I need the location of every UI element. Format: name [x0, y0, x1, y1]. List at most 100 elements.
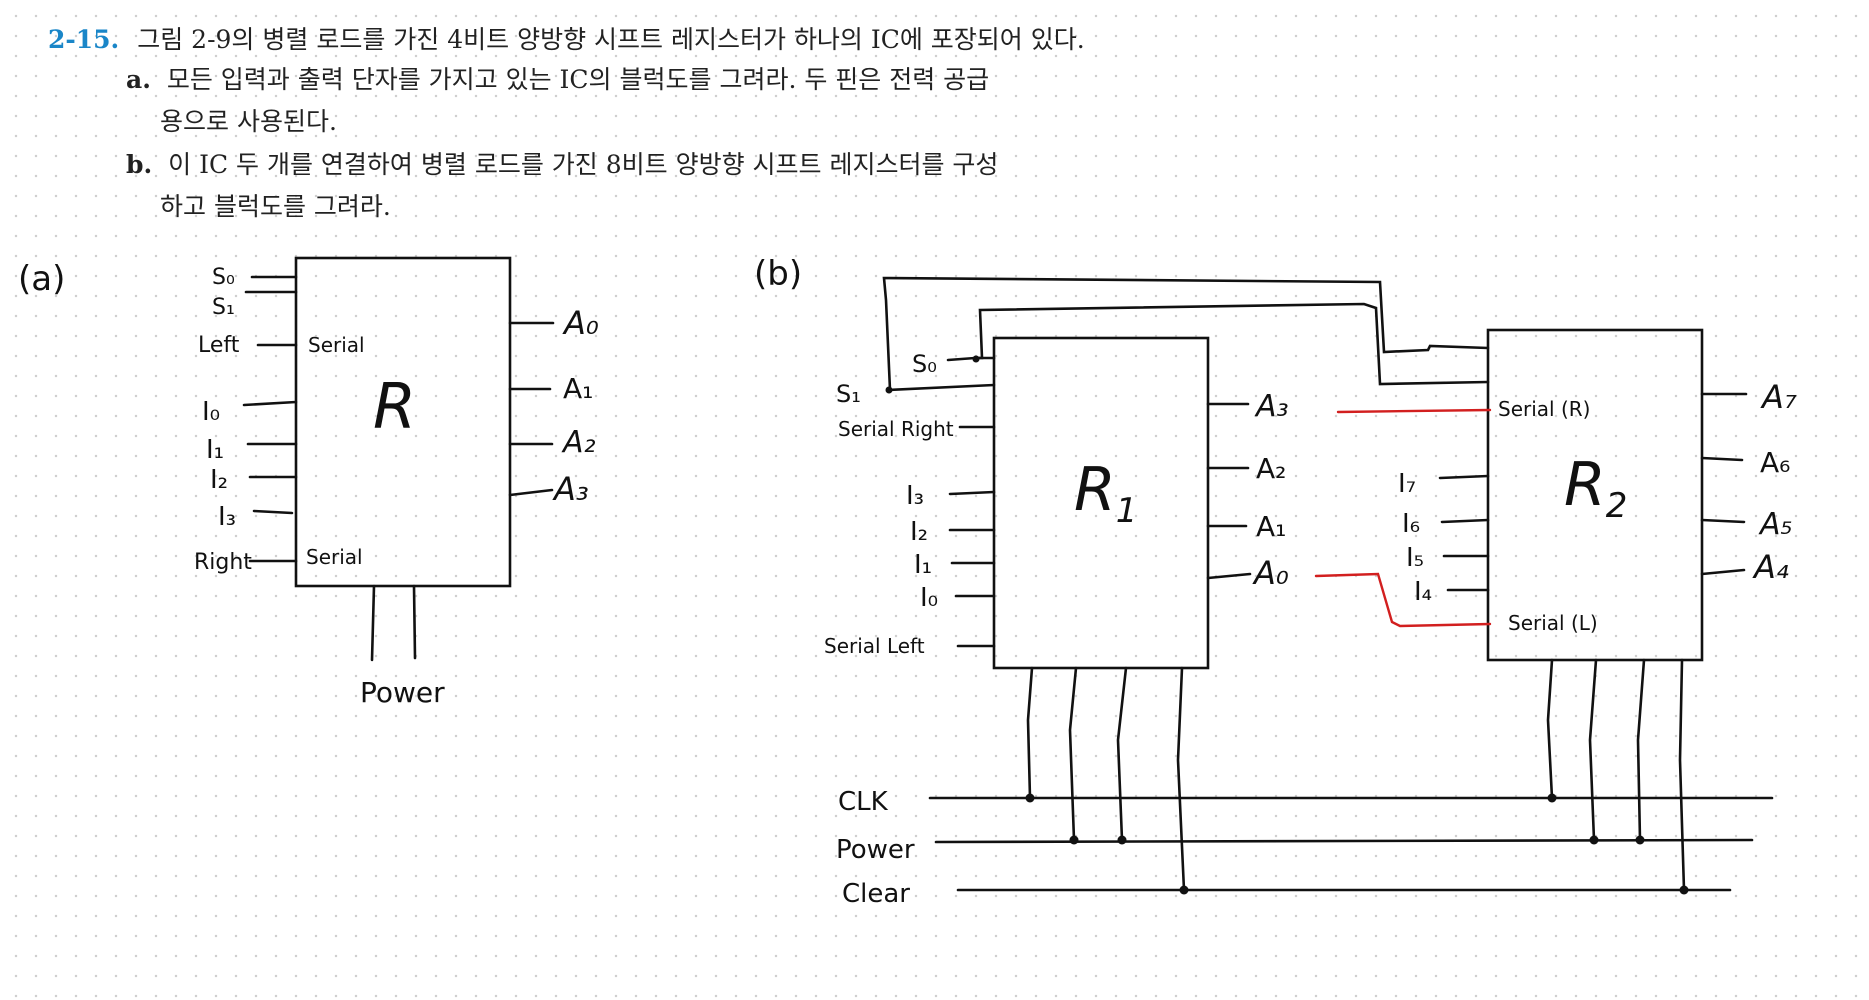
wire-i3-a	[252, 509, 294, 515]
label-a2-b: A₂	[1256, 452, 1286, 485]
label-serial-bottom-a: Serial	[306, 545, 363, 569]
wire-s0-bus	[946, 302, 1490, 386]
label-s0-a: S₀	[212, 265, 235, 290]
label-i1-b: I₁	[914, 550, 932, 580]
label-i1-a: I₁	[206, 435, 224, 465]
link-a3-to-serial-r	[1336, 408, 1492, 414]
label-serial-left-b: Serial Left	[824, 634, 925, 658]
wire-a5-b	[1700, 518, 1746, 524]
part-b-text-2: 하고 블럭도를 그려라.	[160, 192, 391, 221]
wire-i6-b	[1440, 518, 1490, 524]
label-clear: Clear	[842, 879, 910, 909]
junction-r1-power-2	[1117, 835, 1127, 845]
label-i2-b: I₂	[910, 517, 928, 547]
label-i2-a: I₂	[210, 465, 228, 495]
junction-r2-clear	[1679, 885, 1689, 895]
label-i0-b: I₀	[920, 583, 938, 613]
junction-r1-clk	[1025, 793, 1035, 803]
problem-stem: 그림 2-9의 병렬 로드를 가진 4비트 양방향 시프트 레지스터가 하나의 …	[137, 25, 1085, 54]
label-a4-b: A₄	[1752, 548, 1789, 586]
wire-r2-power-2	[1636, 658, 1646, 842]
label-a1-a: A₁	[563, 372, 593, 405]
junction-r1-clear	[1179, 885, 1189, 895]
part-a-text-1: 모든 입력과 출력 단자를 가지고 있는 IC의 블럭도를 그려라. 두 핀은 …	[166, 65, 990, 94]
label-i5-b: I₅	[1406, 543, 1424, 573]
label-serial-right-b: Serial Right	[838, 417, 954, 441]
wire-a0-b	[1206, 572, 1252, 580]
wire-s1-bus	[882, 276, 1490, 392]
part-a-label: a.	[126, 65, 151, 94]
register-r1-block	[992, 336, 1210, 670]
label-left-a: Left	[198, 333, 240, 358]
wire-r2-power-1	[1588, 658, 1598, 842]
bus-power	[934, 838, 1754, 844]
part-b-label: b.	[126, 150, 153, 179]
wire-a6-b	[1700, 456, 1744, 462]
label-a2-a: A₂	[561, 425, 596, 460]
label-clk: CLK	[838, 787, 889, 817]
label-a6-b: A₆	[1760, 446, 1790, 479]
label-i4-b: I₄	[1414, 577, 1432, 607]
wire-r1-clear	[1176, 666, 1186, 892]
wire-r1-power-2	[1116, 666, 1128, 842]
register-r1-subscript: 1	[1116, 491, 1138, 531]
register-r2-name: R2	[1564, 450, 1627, 526]
wire-r2-clk	[1546, 658, 1554, 800]
wire-s1-r1	[886, 383, 996, 392]
label-serial-r-pin: Serial (R)	[1498, 397, 1590, 421]
register-r2-letter: R	[1564, 450, 1606, 520]
label-s0-b: S₀	[912, 350, 937, 378]
label-right-a: Right	[194, 550, 252, 575]
wire-a4-b	[1700, 568, 1746, 576]
diagram-b-label: (b)	[754, 254, 802, 294]
link-a0-to-serial-l	[1314, 572, 1492, 628]
junction-r1-power-1	[1069, 835, 1079, 845]
label-a3-a: A₃	[552, 470, 589, 508]
problem-stem-line: 2-15. 그림 2-9의 병렬 로드를 가진 4비트 양방향 시프트 레지스터…	[48, 20, 1085, 56]
diagram-a: (a) R S₀ S₁ Left Serial I₀ I₁ I₂ I₃ Righ…	[18, 256, 599, 709]
junction-r2-power-1	[1589, 835, 1599, 845]
register-r1-letter: R	[1074, 455, 1116, 525]
label-a1-b: A₁	[1256, 510, 1286, 543]
junction-s1	[885, 386, 893, 394]
label-a0-a: A₀	[562, 304, 599, 342]
part-b-text-1: 이 IC 두 개를 연결하여 병렬 로드를 가진 8비트 양방향 시프트 레지스…	[168, 150, 999, 179]
junction-s0	[972, 355, 980, 363]
label-power-b: Power	[836, 835, 915, 865]
register-r1-name: R1	[1074, 455, 1137, 531]
wire-i3-b	[948, 490, 996, 496]
label-power-a: Power	[360, 676, 445, 709]
wire-i7-b	[1438, 474, 1490, 480]
label-serial-top-a: Serial	[308, 333, 365, 357]
label-a0-b: A₀	[1252, 554, 1289, 592]
label-i7-b: I₇	[1398, 469, 1416, 499]
wire-r1-clk	[1026, 666, 1034, 800]
diagram-b: (b) R1 R2 S₀ S₁ Serial Right I₃ I₂ I₁ I₀	[754, 254, 1797, 909]
wire-i0-a	[242, 400, 298, 407]
label-a5-b: A₅	[1758, 507, 1793, 542]
register-r2-subscript: 2	[1606, 486, 1628, 526]
label-i0-a: I₀	[202, 397, 220, 427]
junction-r2-clk	[1547, 793, 1557, 803]
wire-power-2-a	[412, 584, 417, 660]
label-a7-b: A₇	[1760, 378, 1797, 416]
label-serial-l-pin: Serial (L)	[1508, 611, 1598, 635]
label-i3-b: I₃	[906, 481, 924, 511]
label-i6-b: I₆	[1402, 509, 1420, 539]
junction-r2-power-2	[1635, 835, 1645, 845]
problem-number: 2-15.	[48, 25, 120, 54]
part-a-line-2: 용으로 사용된다.	[160, 102, 337, 138]
register-r-block	[294, 256, 512, 588]
label-i3-a: I₃	[218, 502, 236, 532]
wire-r1-power-1	[1068, 666, 1078, 842]
diagram-a-label: (a)	[18, 259, 65, 299]
wire-r2-clear	[1678, 658, 1686, 892]
label-a3-b: A₃	[1254, 389, 1289, 424]
part-a-line-1: a. 모든 입력과 출력 단자를 가지고 있는 IC의 블럭도를 그려라. 두 …	[126, 60, 989, 96]
register-r-name: R	[373, 370, 416, 443]
part-a-text-2: 용으로 사용된다.	[160, 107, 337, 136]
label-s1-b: S₁	[836, 380, 861, 408]
wire-a3-a	[508, 488, 554, 497]
part-b-line-1: b. 이 IC 두 개를 연결하여 병렬 로드를 가진 8비트 양방향 시프트 …	[126, 145, 998, 181]
